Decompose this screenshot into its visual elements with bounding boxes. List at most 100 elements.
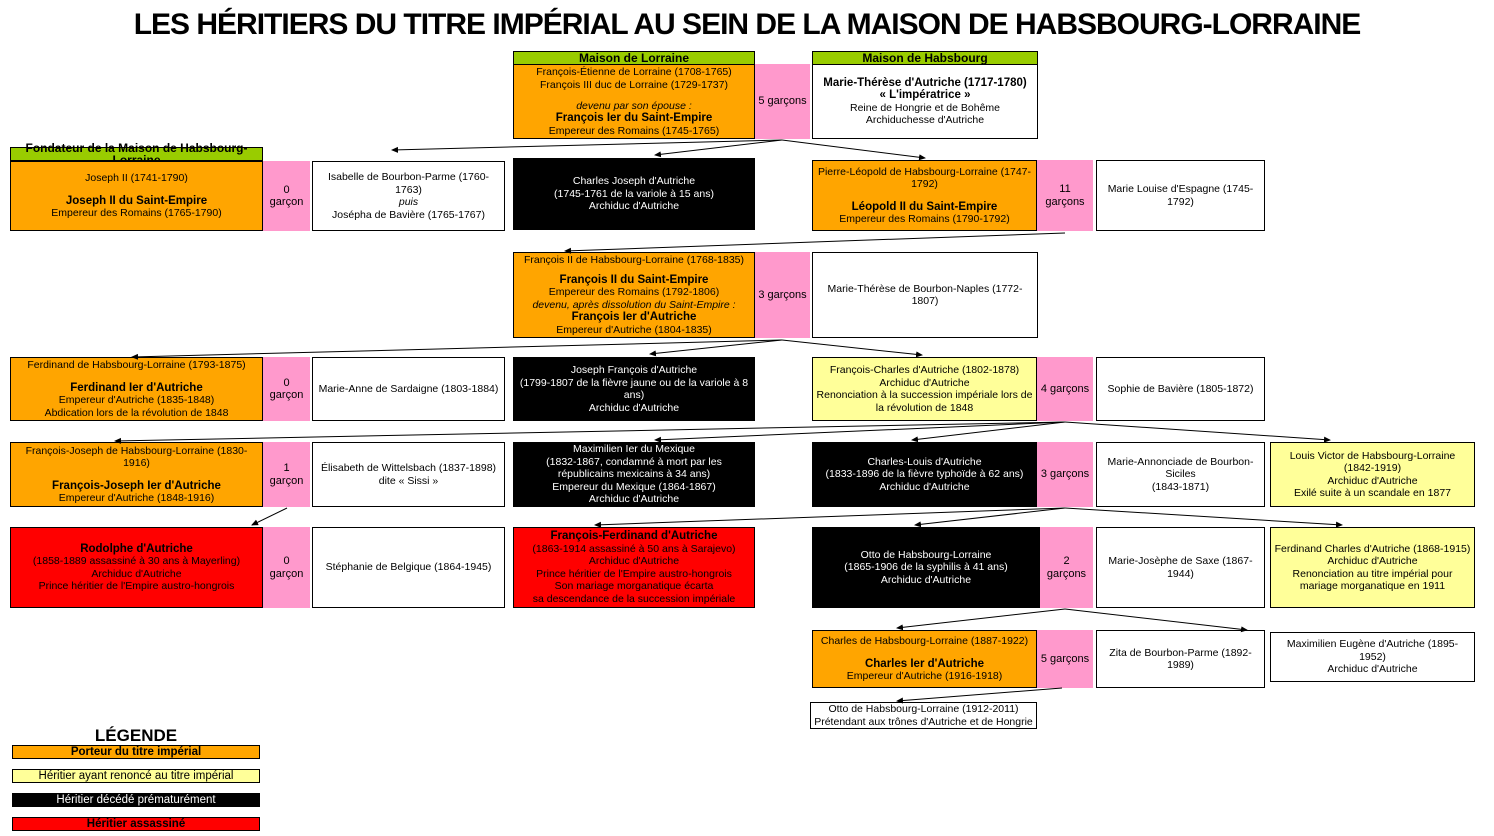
text-line: Charles Joseph d'Autriche — [572, 175, 696, 188]
text-line: Empereur d'Autriche (1848-1916) — [58, 492, 215, 504]
sons-count-g2a: 0 garçon — [263, 161, 310, 231]
text-line: Charles Ier d'Autriche — [864, 657, 985, 670]
text-line: (1858-1889 assassiné à 30 ans à Mayerlin… — [32, 555, 241, 567]
text-line: Archiduchesse d'Autriche — [865, 114, 985, 126]
text-line: François III duc de Lorraine (1729-1737) — [540, 78, 728, 91]
box-maximilien: Maximilien Ier du Mexique (1832-1867, co… — [513, 442, 755, 507]
box-marie-anne: Marie-Anne de Sardaigne (1803-1884) — [312, 357, 505, 421]
text-line: Empereur d'Autriche (1804-1835) — [556, 323, 712, 336]
text-line: Empereur des Romains (1765-1790) — [51, 207, 222, 220]
sons-count-g3: 3 garçons — [755, 252, 810, 338]
text-line: François-Joseph Ier d'Autriche — [52, 479, 221, 492]
text-line: Marie-Annonciade de Bourbon-Siciles — [1107, 455, 1254, 481]
box-marie-therese-bn: Marie-Thérèse de Bourbon-Naples (1772-18… — [812, 252, 1038, 338]
text-line: Charles-Louis d'Autriche — [867, 455, 982, 468]
text-line: Archiduc d'Autriche — [588, 200, 680, 213]
box-stephanie: Stéphanie de Belgique (1864-1945) — [312, 527, 505, 608]
box-marie-louise: Marie Louise d'Espagne (1745-1792) — [1096, 160, 1265, 231]
text-line: Joseph II (1741-1790) — [85, 172, 188, 185]
text-line: Prince héritier de l'Empire austro-hongr… — [38, 580, 235, 592]
box-marie-annonciade: Marie-Annonciade de Bourbon-Siciles (184… — [1096, 442, 1265, 507]
box-francois-charles: François-Charles d'Autriche (1802-1878) … — [812, 357, 1037, 421]
box-zita: Zita de Bourbon-Parme (1892-1989) — [1096, 630, 1265, 688]
text-line: Léopold II du Saint-Empire — [851, 200, 998, 213]
legend-item-assassinated: Héritier assassiné — [12, 817, 260, 831]
sons-count-g1: 5 garçons — [755, 64, 810, 139]
text-line: Archiduc d'Autriche — [1327, 555, 1418, 567]
text-line: dite « Sissi » — [378, 474, 439, 487]
text-line: Empereur des Romains (1792-1806) — [548, 286, 720, 298]
sons-count-g2b: 11 garçons — [1037, 160, 1093, 231]
box-sophie: Sophie de Bavière (1805-1872) — [1096, 357, 1265, 421]
text-line: Élisabeth de Wittelsbach (1837-1898) — [320, 462, 497, 474]
legend-item-renounced: Héritier ayant renoncé au titre impérial — [12, 769, 260, 783]
text-line: (1843-1871) — [1151, 480, 1210, 493]
text-line: François Ier du Saint-Empire — [555, 112, 713, 124]
sons-count-g5a: 1 garçon — [263, 442, 310, 507]
text-line: Archiduc d'Autriche — [1327, 663, 1418, 676]
text-line: Archiduc d'Autriche — [588, 401, 680, 414]
text-line: François-Joseph de Habsbourg-Lorraine (1… — [25, 444, 248, 470]
box-marie-therese: Marie-Thérèse d'Autriche (1717-1780) « L… — [812, 64, 1038, 139]
text-line: Ferdinand de Habsbourg-Lorraine (1793-18… — [27, 359, 246, 371]
text-line: Archiduc d'Autriche — [588, 493, 680, 506]
text-line: devenu par son épouse : — [576, 99, 692, 112]
text-line: Marie-Thérèse d'Autriche (1717-1780) — [823, 76, 1027, 89]
text-line: Archiduc d'Autriche — [91, 567, 182, 580]
text-line: Marie-Anne de Sardaigne (1803-1884) — [318, 382, 499, 395]
text-line: (1799-1807 de la fièvre jaune ou de la v… — [519, 376, 749, 402]
text-line: Marie-Thérèse de Bourbon-Naples (1772-18… — [827, 282, 1023, 308]
text-line: (1745-1761 de la variole à 15 ans) — [554, 187, 714, 200]
text-line: Prétendant aux trônes d'Autriche et de H… — [814, 715, 1033, 728]
text-line: Stéphanie de Belgique (1864-1945) — [325, 561, 492, 574]
box-joseph2: Joseph II (1741-1790) Joseph II du Saint… — [10, 161, 263, 231]
spacer — [517, 91, 751, 100]
text-line: Otto de Habsbourg-Lorraine (1912-2011) — [828, 703, 1019, 715]
text-line: Ferdinand Charles d'Autriche (1868-1915) — [1274, 542, 1471, 555]
text-line: Joseph François d'Autriche — [570, 364, 698, 376]
text-line: Prince héritier de l'Empire austro-hongr… — [536, 567, 732, 580]
text-line: Isabelle de Bourbon-Parme (1760-1763) — [327, 171, 490, 196]
legend-item-holder: Porteur du titre impérial — [12, 745, 260, 759]
box-ferdinand-charles: Ferdinand Charles d'Autriche (1868-1915)… — [1270, 527, 1475, 608]
text-line: devenu, après dissolution du Saint-Empir… — [532, 298, 736, 311]
spacer — [816, 191, 1033, 201]
box-pierre-leopold: Pierre-Léopold de Habsbourg-Lorraine (17… — [812, 160, 1037, 231]
box-francois-ferdinand: François-Ferdinand d'Autriche (1863-1914… — [513, 527, 755, 608]
text-line: Empereur d'Autriche (1835-1848) — [58, 394, 215, 406]
text-line: Empereur des Romains (1790-1792) — [839, 213, 1010, 225]
box-charles-joseph: Charles Joseph d'Autriche (1745-1761 de … — [513, 158, 755, 230]
text-line: (1865-1906 de la syphilis à 41 ans) — [844, 561, 1008, 574]
sons-count-g6b: 2 garçons — [1040, 527, 1093, 608]
box-louis-victor: Louis Victor de Habsbourg-Lorraine (1842… — [1270, 442, 1475, 507]
text-line: Reine de Hongrie et de Bohême — [849, 101, 1000, 114]
box-francois2: François II de Habsbourg-Lorraine (1768-… — [513, 252, 755, 338]
text-line: « L'impératrice » — [879, 89, 971, 101]
text-line: Maximilien Eugène d'Autriche (1895-1952) — [1286, 638, 1459, 663]
text-line: Zita de Bourbon-Parme (1892-1989) — [1109, 646, 1252, 672]
text-line: (1833-1896 de la fièvre typhoïde à 62 an… — [825, 468, 1024, 481]
text-line: Renonciation à la succession impériale l… — [816, 389, 1033, 414]
text-line: Charles de Habsbourg-Lorraine (1887-1922… — [820, 635, 1029, 648]
legend-title: LÉGENDE — [94, 726, 178, 745]
box-marie-josephe: Marie-Josèphe de Saxe (1867-1944) — [1096, 527, 1265, 608]
box-otto-hl: Otto de Habsbourg-Lorraine (1865-1906 de… — [812, 527, 1040, 608]
text-line: Archiduc d'Autriche — [879, 376, 970, 389]
spacer — [14, 372, 259, 382]
box-ferdinand: Ferdinand de Habsbourg-Lorraine (1793-18… — [10, 357, 263, 421]
text-line: Empereur d'Autriche (1916-1918) — [846, 670, 1003, 683]
sons-count-g4a: 0 garçon — [263, 357, 310, 421]
sons-count-g4b: 4 garçons — [1037, 357, 1093, 421]
text-line: Empereur du Mexique (1864-1867) — [552, 480, 716, 493]
text-line: Abdication lors de la révolution de 1848 — [44, 406, 229, 419]
text-line: (1863-1914 assassiné à 50 ans à Sarajevo… — [532, 542, 736, 555]
text-line: Archiduc d'Autriche — [880, 573, 972, 586]
text-line: Pierre-Léopold de Habsbourg-Lorraine (17… — [817, 165, 1032, 191]
text-line: (1832-1867, condamné à mort par les répu… — [546, 455, 722, 481]
text-line: Louis Victor de Habsbourg-Lorraine (1842… — [1289, 449, 1456, 475]
text-line: Empereur des Romains (1745-1765) — [548, 124, 720, 137]
legend-item-deceased: Héritier décédé prématurément — [12, 793, 260, 807]
text-line: Maximilien Ier du Mexique — [573, 443, 695, 456]
box-joseph-francois: Joseph François d'Autriche (1799-1807 de… — [513, 357, 755, 421]
